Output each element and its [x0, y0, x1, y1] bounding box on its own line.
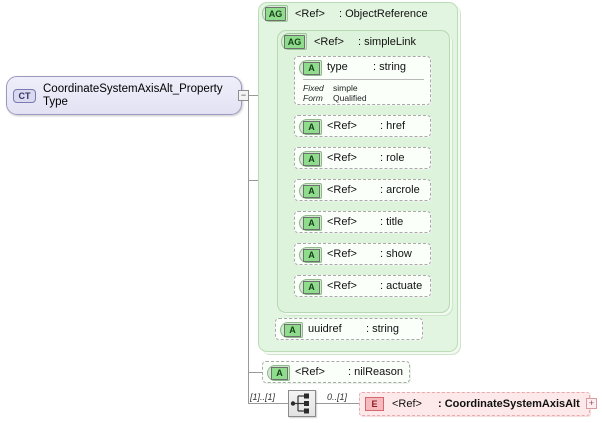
attribute-type[interactable]: A type : string Fixed simple Form Qualif… — [294, 56, 431, 105]
sequence-icon[interactable] — [288, 390, 316, 417]
attribute-nilreason[interactable]: A <Ref> : nilReason — [262, 361, 410, 383]
facet-key: Form — [303, 93, 323, 103]
cardinality-left: [1]..[1] — [250, 392, 276, 402]
facet-row-fixed: Fixed simple — [303, 83, 424, 93]
facet-value: Qualified — [333, 93, 367, 103]
attribute-type-label: : actuate — [380, 280, 423, 292]
attribute-badge: A — [303, 248, 320, 262]
facet-divider — [303, 79, 424, 80]
cardinality-right: 0..[1] — [327, 392, 348, 402]
attribute-badge-wrap: A — [299, 279, 322, 295]
complex-type-collapse-toggle[interactable]: − — [238, 90, 249, 101]
attribute-type-label: : string — [366, 323, 400, 335]
attribute-title[interactable]: A <Ref> : title — [294, 211, 431, 233]
attribute-badge: A — [303, 120, 320, 134]
connector-sequence-to-element — [315, 403, 360, 404]
attribute-show[interactable]: A <Ref> : show — [294, 243, 431, 265]
attribute-badge-wrap: A — [299, 60, 322, 76]
attribute-badge: A — [303, 152, 320, 166]
attribute-badge-wrap: A — [299, 183, 322, 199]
attribute-group-objectreference-header: AG <Ref> : ObjectReference — [262, 5, 428, 22]
attribute-badge: A — [271, 366, 288, 380]
attribute-badge-wrap: A — [267, 365, 290, 381]
attribute-badge: A — [303, 184, 320, 198]
attribute-facets: Fixed simple Form Qualified — [303, 79, 424, 103]
attribute-badge-wrap: A — [299, 215, 322, 231]
sequence-glyph — [290, 393, 309, 414]
attribute-group-simplelink-ref: <Ref> — [314, 35, 344, 48]
attribute-type-label: : href — [380, 120, 406, 132]
facet-row-form: Form Qualified — [303, 93, 424, 103]
attribute-badge: A — [303, 61, 320, 75]
complex-type-label: CoordinateSystemAxisAlt_Property Type — [43, 82, 223, 108]
attribute-name: <Ref> — [327, 152, 357, 164]
attribute-group-simplelink-type: : simpleLink — [357, 35, 417, 48]
attribute-group-simplelink-header: AG <Ref> : simpleLink — [281, 33, 416, 50]
attribute-uuidref[interactable]: A uuidref : string — [275, 318, 423, 340]
connector-branch-sequence — [248, 403, 288, 404]
attribute-group-objectreference-ref: <Ref> — [295, 7, 325, 20]
attribute-group-badge: AG — [265, 6, 286, 21]
connector-root-stub — [248, 95, 260, 96]
attribute-actuate[interactable]: A <Ref> : actuate — [294, 275, 431, 297]
attribute-group-objectreference-type: : ObjectReference — [338, 7, 428, 20]
attribute-name: type — [327, 61, 348, 73]
element-ref: <Ref> — [392, 398, 422, 410]
attribute-badge-wrap: A — [299, 119, 322, 135]
attribute-name: <Ref> — [327, 280, 357, 292]
complex-type-node[interactable]: CT CoordinateSystemAxisAlt_Property Type — [6, 76, 242, 115]
attribute-badge-wrap: A — [299, 151, 322, 167]
attribute-type-label: : title — [380, 216, 404, 228]
attribute-role[interactable]: A <Ref> : role — [294, 147, 431, 169]
connector-branch-nilreason — [248, 372, 262, 373]
attribute-group-objectreference-badge-wrap: AG — [262, 5, 288, 22]
attribute-type-label: : arcrole — [380, 184, 420, 196]
complex-type-badge: CT — [13, 88, 36, 103]
attribute-badge: A — [303, 216, 320, 230]
attribute-badge-wrap: A — [299, 247, 322, 263]
attribute-badge: A — [303, 280, 320, 294]
attribute-name: <Ref> — [327, 248, 357, 260]
attribute-name: <Ref> — [327, 184, 357, 196]
attribute-type-label: : role — [380, 152, 405, 164]
element-badge: E — [365, 397, 384, 411]
attribute-type-label: : nilReason — [348, 366, 404, 378]
attribute-name: <Ref> — [295, 366, 325, 378]
element-expand-toggle[interactable]: + — [586, 398, 597, 409]
attribute-arcrole[interactable]: A <Ref> : arcrole — [294, 179, 431, 201]
attribute-group-simplelink-badge-wrap: AG — [281, 33, 307, 50]
connector-branch-objectreference — [248, 180, 262, 181]
attribute-name: <Ref> — [327, 120, 357, 132]
facet-key: Fixed — [303, 83, 324, 93]
facet-value: simple — [333, 83, 358, 93]
connector-main-trunk — [248, 95, 249, 403]
attribute-badge-wrap: A — [280, 322, 303, 338]
attribute-type-label: : string — [373, 61, 407, 73]
attribute-name: uuidref — [308, 323, 342, 335]
attribute-badge: A — [284, 323, 301, 337]
attribute-group-badge: AG — [284, 34, 305, 49]
element-type: : CoordinateSystemAxisAlt — [437, 398, 580, 410]
attribute-type-label: : show — [380, 248, 412, 260]
element-node-coordinatesystemaxisalt[interactable]: E <Ref> : CoordinateSystemAxisAlt — [359, 392, 590, 416]
attribute-href[interactable]: A <Ref> : href — [294, 115, 431, 137]
attribute-name: <Ref> — [327, 216, 357, 228]
